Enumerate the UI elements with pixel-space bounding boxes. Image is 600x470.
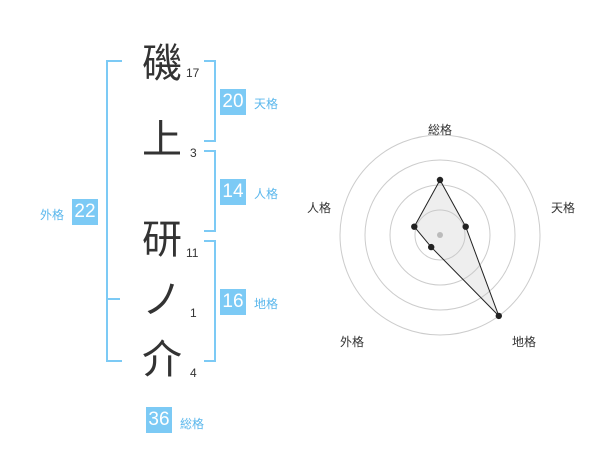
radar-point-2 bbox=[495, 312, 502, 320]
radar-ring bbox=[339, 134, 541, 336]
radar-point-1 bbox=[462, 223, 469, 230]
jinkaku-label: 人格 bbox=[254, 187, 279, 201]
outer-bracket-tick bbox=[106, 298, 120, 300]
axis-label-jinkaku: 人格 bbox=[307, 200, 331, 215]
radar-point-0 bbox=[436, 176, 444, 184]
radar-area bbox=[413, 178, 500, 317]
soukaku-badge: 36 bbox=[146, 407, 172, 433]
stroke-count-2: 3 bbox=[190, 146, 197, 160]
radar-ring bbox=[414, 209, 466, 261]
stroke-count-1: 17 bbox=[186, 66, 200, 80]
chikaku-label: 地格 bbox=[254, 297, 279, 311]
tenkaku-label: 天格 bbox=[254, 97, 279, 111]
stroke-count-4: 1 bbox=[190, 306, 197, 320]
jinkaku-badge: 14 bbox=[220, 179, 246, 205]
radar-ring bbox=[364, 159, 516, 311]
soukaku-label: 総格 bbox=[180, 417, 205, 431]
gaikaku-badge: 22 bbox=[72, 199, 98, 225]
name-char-3: 研 bbox=[142, 217, 182, 263]
radar-point-3 bbox=[428, 243, 435, 251]
stroke-count-3: 11 bbox=[186, 246, 199, 260]
name-char-5: 介 bbox=[142, 337, 182, 383]
gaikaku-label: 外格 bbox=[40, 208, 65, 222]
axis-label-chikaku: 地格 bbox=[512, 334, 536, 349]
name-char-1: 磯 bbox=[142, 41, 182, 87]
chikaku-badge: 16 bbox=[220, 289, 246, 315]
chikaku-bracket bbox=[204, 240, 216, 362]
axis-label-tenkaku: 天格 bbox=[551, 200, 575, 215]
stroke-count-5: 4 bbox=[190, 366, 197, 380]
name-char-2: 上 bbox=[142, 117, 182, 163]
outer-bracket bbox=[106, 60, 122, 362]
jinkaku-bracket bbox=[204, 150, 216, 232]
name-char-4: ノ bbox=[142, 277, 182, 323]
radar-chart: 総格 天格 地格 外格 人格 bbox=[307, 122, 575, 349]
tenkaku-bracket bbox=[204, 60, 216, 142]
axis-label-gaikaku: 外格 bbox=[340, 334, 364, 349]
axis-label-soukaku: 総格 bbox=[428, 122, 452, 137]
tenkaku-badge: 20 bbox=[220, 89, 246, 115]
radar-center bbox=[437, 232, 443, 238]
radar-ring bbox=[389, 184, 491, 286]
radar-point-4 bbox=[411, 223, 418, 230]
